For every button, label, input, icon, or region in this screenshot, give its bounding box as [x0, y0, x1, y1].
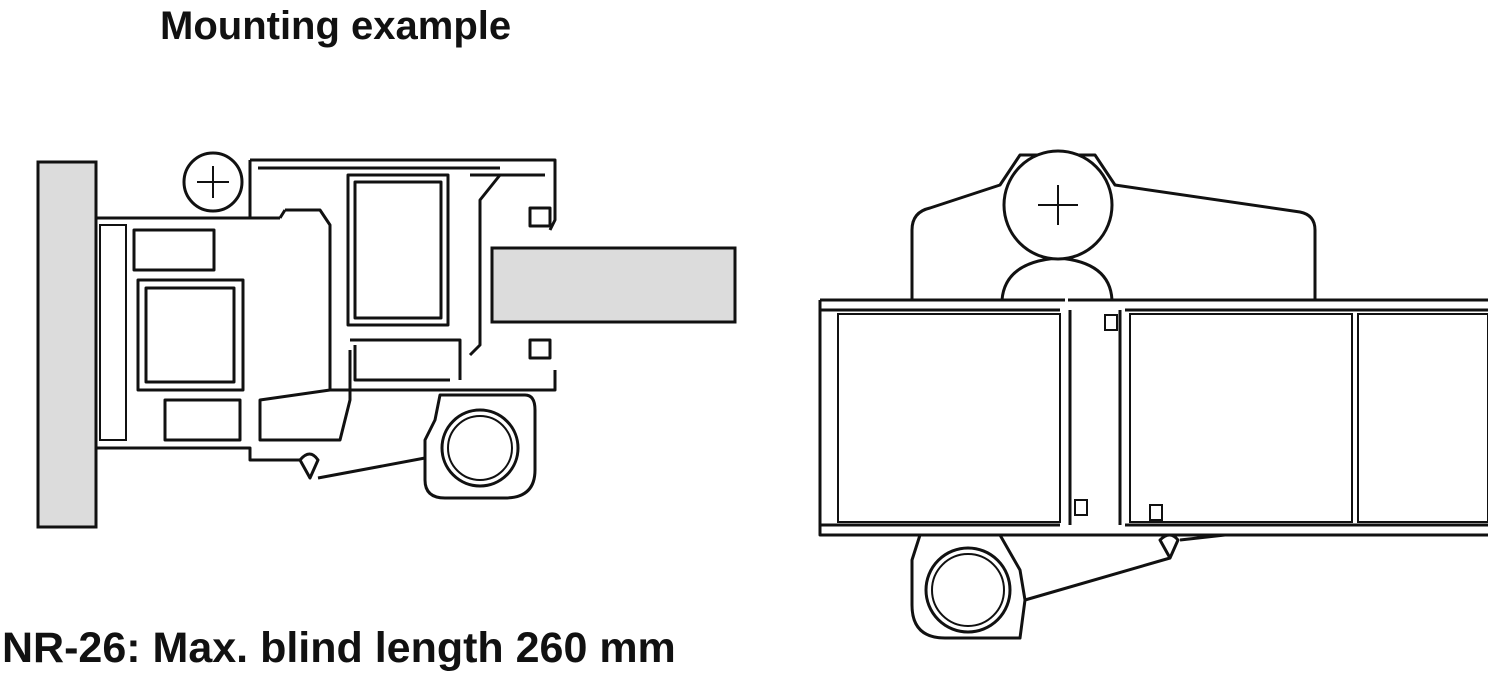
- caption: NR-26: Max. blind length 260 mm: [2, 624, 676, 672]
- right-mounting-section: [818, 149, 1488, 640]
- wall: [36, 160, 98, 529]
- glass-pane: [490, 246, 737, 324]
- left-mounting-section: [36, 151, 737, 529]
- diagram-title: Mounting example: [160, 4, 512, 48]
